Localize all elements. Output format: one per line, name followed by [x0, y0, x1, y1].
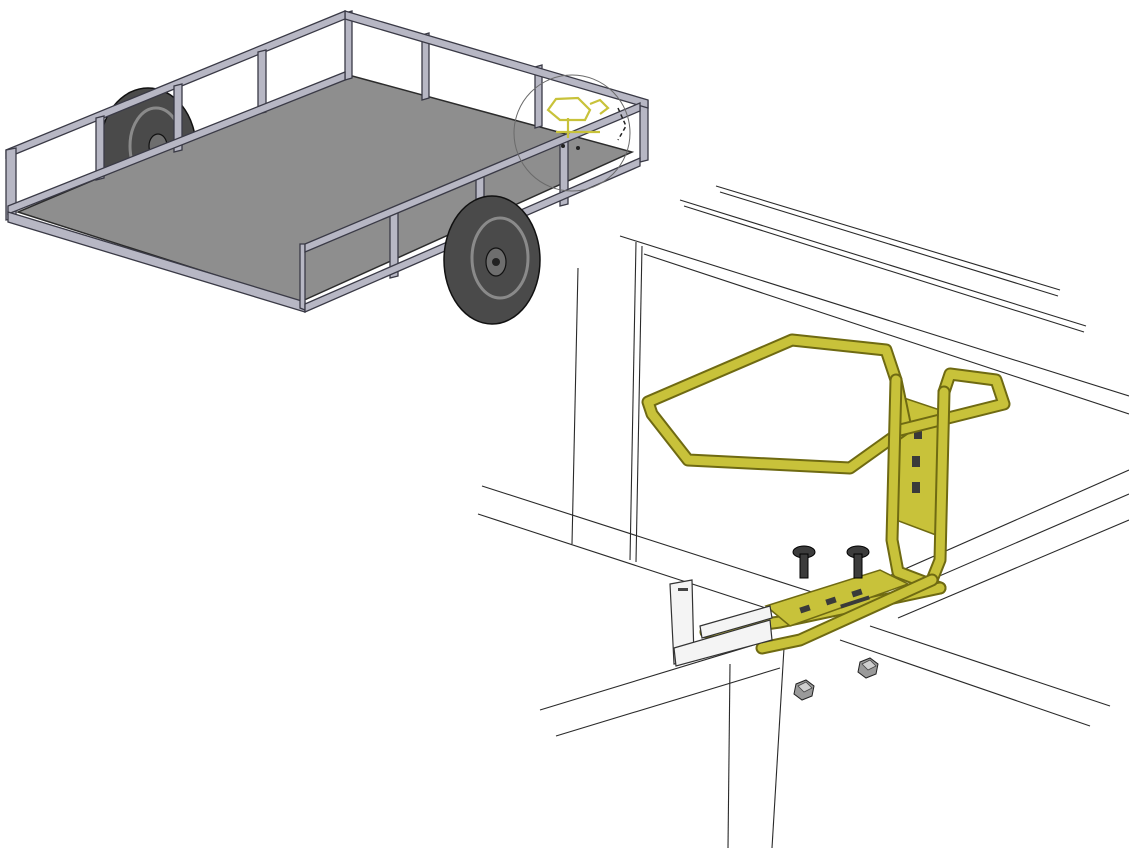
base-slot-1 [799, 604, 811, 614]
base-slot-long [840, 595, 870, 609]
mounted-bracket-small [546, 96, 610, 150]
trailer-overview [5, 10, 649, 325]
hex-nut-icon [793, 679, 815, 701]
base-slot-2 [825, 596, 837, 606]
trailer-rail-linework [477, 185, 1129, 848]
left-side-rail [5, 10, 346, 221]
base-slot-3 [851, 588, 863, 598]
plate-slot-upper [914, 428, 922, 439]
detail-callout-circle [513, 74, 631, 192]
carriage-bolt-icon [792, 545, 816, 579]
plate-slot-lower [912, 482, 920, 493]
tire-hoop [641, 333, 913, 475]
carriage-bolt-icon [846, 545, 870, 579]
hex-nut-icon [857, 657, 879, 679]
callout-arrow [617, 107, 627, 141]
plate-slot-middle [912, 456, 920, 467]
clamp-strap [669, 579, 773, 667]
front-wheel [443, 195, 541, 325]
spare-tire-bracket-detail [477, 185, 1129, 848]
